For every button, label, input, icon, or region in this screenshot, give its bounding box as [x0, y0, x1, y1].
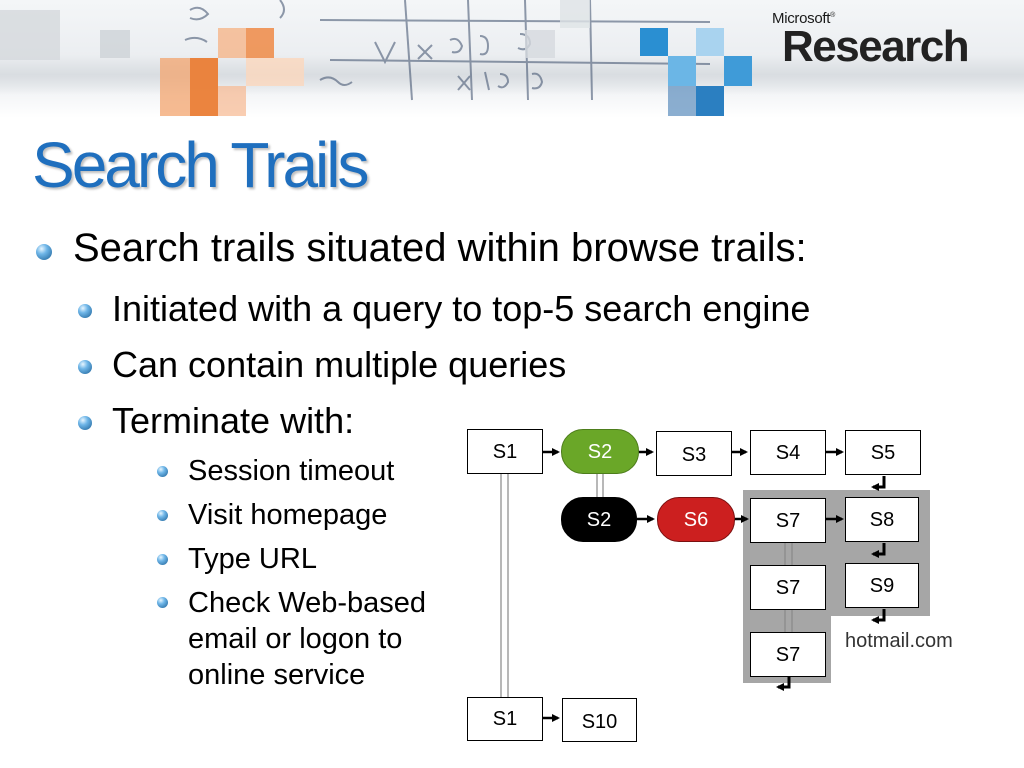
blue-square [668, 56, 696, 86]
node-s5: S5 [845, 430, 921, 475]
bullet-icon [36, 244, 52, 260]
hotmail-label: hotmail.com [845, 630, 953, 652]
brand-division: Research [782, 22, 970, 71]
blue-square [696, 28, 724, 56]
orange-square [190, 58, 218, 116]
bullet-icon [157, 510, 168, 521]
node-s4: S4 [750, 430, 826, 475]
blue-square [640, 28, 668, 56]
bullet-icon [78, 416, 92, 430]
bullet-session-timeout: Session timeout [188, 455, 395, 487]
return-arrow [871, 543, 886, 558]
node-s6-red: S6 [657, 497, 735, 542]
blue-square [724, 56, 752, 86]
return-arrow [871, 609, 886, 624]
orange-square [218, 28, 246, 58]
node-s2-black: S2 [561, 497, 637, 542]
bullet-type-url: Type URL [188, 543, 317, 575]
node-s7-third: S7 [750, 632, 826, 677]
blue-square [696, 86, 724, 116]
bullet-check-email-line2: email or logon to [188, 623, 403, 655]
orange-square [246, 58, 304, 86]
node-s1-bottom: S1 [467, 697, 543, 741]
node-s1-top: S1 [467, 429, 543, 474]
bullet-sub-initiated: Initiated with a query to top-5 search e… [112, 288, 811, 329]
bullet-icon [78, 304, 92, 318]
bullet-icon [157, 554, 168, 565]
header-banner: Microsoft® Research [0, 0, 1024, 118]
bullet-icon [157, 597, 168, 608]
bullet-icon [78, 360, 92, 374]
orange-square [246, 28, 274, 58]
node-s9: S9 [845, 563, 919, 608]
bullet-visit-homepage: Visit homepage [188, 499, 388, 531]
return-arrow [776, 676, 791, 691]
bullet-sub-terminate: Terminate with: [112, 400, 355, 441]
node-s10: S10 [562, 698, 637, 742]
grey-square [560, 0, 590, 28]
bullet-check-email-line3: online service [188, 659, 366, 691]
grey-square [525, 30, 555, 58]
bullet-check-email-line1: Check Web-based [188, 587, 427, 619]
bullet-sub-multiple: Can contain multiple queries [112, 344, 567, 385]
node-s3: S3 [656, 431, 732, 476]
brand-company: Microsoft® [772, 10, 836, 27]
grey-square [100, 30, 130, 58]
node-s7-first: S7 [750, 498, 826, 543]
handwritten-table-decoration [184, 0, 711, 101]
bullet-main: Search trails situated within browse tra… [73, 226, 807, 270]
node-s2-green: S2 [561, 429, 639, 474]
bullet-check-email: Check Web-based email or logon to online… [188, 585, 426, 693]
orange-square [218, 86, 246, 116]
return-arrow [871, 476, 886, 491]
blue-square [668, 86, 696, 116]
node-s7-second: S7 [750, 565, 826, 610]
grey-square [0, 10, 60, 60]
node-s8: S8 [845, 497, 919, 542]
slide-title: Search Trails [32, 129, 369, 201]
bullet-icon [157, 466, 168, 477]
